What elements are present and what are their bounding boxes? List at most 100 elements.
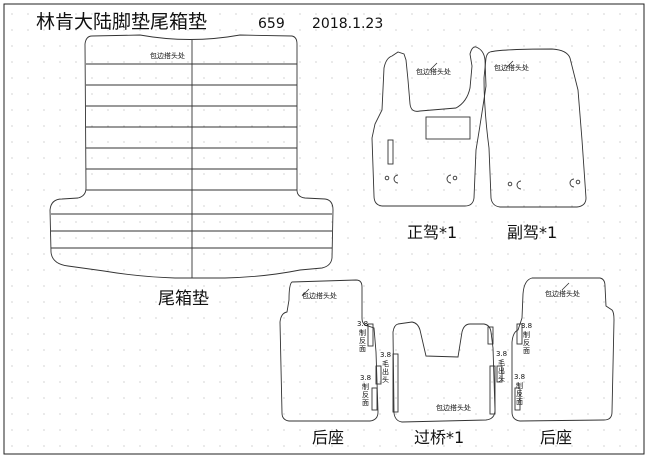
grid-dot: [11, 189, 13, 191]
grid-dot: [11, 29, 13, 31]
grid-dot: [219, 29, 221, 31]
grid-dot: [171, 157, 173, 159]
grid-dot: [299, 445, 301, 447]
grid-dot: [427, 429, 429, 431]
grid-dot: [619, 45, 621, 47]
grid-dot: [395, 93, 397, 95]
grid-dot: [395, 381, 397, 383]
grid-dot: [299, 205, 301, 207]
grid-dot: [635, 157, 637, 159]
passenger-clips: [507, 178, 581, 190]
grid-dot: [27, 237, 29, 239]
grid-dot: [459, 365, 461, 367]
grid-dot: [187, 221, 189, 223]
grid-dot: [171, 397, 173, 399]
grid-dot: [123, 301, 125, 303]
grid-dot: [507, 237, 509, 239]
grid-dot: [267, 157, 269, 159]
grid-dot: [635, 173, 637, 175]
grid-dot: [379, 77, 381, 79]
rear-right-anno-2: 3.8 毛 出 头: [496, 350, 507, 383]
grid-dot: [171, 13, 173, 15]
grid-dot: [491, 381, 493, 383]
grid-dot: [139, 45, 141, 47]
model-code: 659: [258, 16, 285, 32]
grid-dot: [443, 141, 445, 143]
grid-dot: [459, 429, 461, 431]
grid-dot: [27, 269, 29, 271]
grid-dot: [459, 157, 461, 159]
grid-dot: [251, 61, 253, 63]
grid-dot: [635, 333, 637, 335]
grid-dot: [411, 45, 413, 47]
grid-dot: [43, 157, 45, 159]
grid-dot: [331, 93, 333, 95]
grid-dot: [123, 221, 125, 223]
grid-dot: [299, 77, 301, 79]
grid-dot: [203, 317, 205, 319]
grid-dot: [203, 413, 205, 415]
grid-dot: [187, 301, 189, 303]
grid-dot: [219, 253, 221, 255]
grid-dot: [267, 317, 269, 319]
grid-dot: [91, 445, 93, 447]
grid-dot: [379, 381, 381, 383]
grid-dot: [299, 125, 301, 127]
grid-dot: [363, 333, 365, 335]
trunk-edge-note: 包边搭头处: [150, 51, 185, 60]
grid-dot: [171, 29, 173, 31]
grid-dot: [459, 397, 461, 399]
grid-dot: [379, 269, 381, 271]
grid-dot: [331, 29, 333, 31]
grid-dot: [187, 109, 189, 111]
passenger-mat-outline: [483, 48, 587, 208]
grid-dot: [395, 445, 397, 447]
grid-dot: [523, 77, 525, 79]
passenger-note-leader: [505, 60, 514, 69]
grid-dot: [91, 13, 93, 15]
grid-dot: [523, 61, 525, 63]
grid-dot: [523, 93, 525, 95]
grid-dot: [139, 29, 141, 31]
grid-dot: [635, 77, 637, 79]
driver-mat-outline: [371, 46, 487, 207]
grid-dot: [507, 221, 509, 223]
grid-dot: [107, 397, 109, 399]
grid-dot: [523, 397, 525, 399]
grid-dot: [123, 157, 125, 159]
grid-dot: [539, 253, 541, 255]
svg-text:面: 面: [359, 345, 366, 353]
grid-dot: [395, 317, 397, 319]
svg-text:制: 制: [523, 330, 530, 339]
grid-dot: [171, 141, 173, 143]
driver-pedal-slot: [387, 139, 394, 165]
grid-dot: [571, 189, 573, 191]
grid-dot: [523, 109, 525, 111]
grid-dot: [59, 237, 61, 239]
grid-dot: [411, 317, 413, 319]
grid-dot: [43, 365, 45, 367]
grid-dot: [299, 253, 301, 255]
grid-dot: [203, 157, 205, 159]
grid-dot: [139, 141, 141, 143]
grid-dot: [603, 301, 605, 303]
grid-dot: [491, 445, 493, 447]
grid-dot: [171, 221, 173, 223]
grid-dot: [123, 429, 125, 431]
grid-dot: [11, 157, 13, 159]
grid-dot: [43, 173, 45, 175]
grid-dot: [75, 349, 77, 351]
sheet-title: 林肯大陆脚垫尾箱垫: [36, 11, 207, 33]
bridge-right-flap: [489, 365, 496, 415]
grid-dot: [171, 349, 173, 351]
grid-dot: [187, 157, 189, 159]
grid-dot: [123, 45, 125, 47]
grid-dot: [363, 29, 365, 31]
grid-dot: [219, 349, 221, 351]
svg-text:3.8: 3.8: [496, 350, 507, 358]
grid-dot: [395, 157, 397, 159]
grid-dot: [395, 301, 397, 303]
grid-dot: [411, 77, 413, 79]
grid-dot: [635, 205, 637, 207]
grid-dot: [555, 253, 557, 255]
